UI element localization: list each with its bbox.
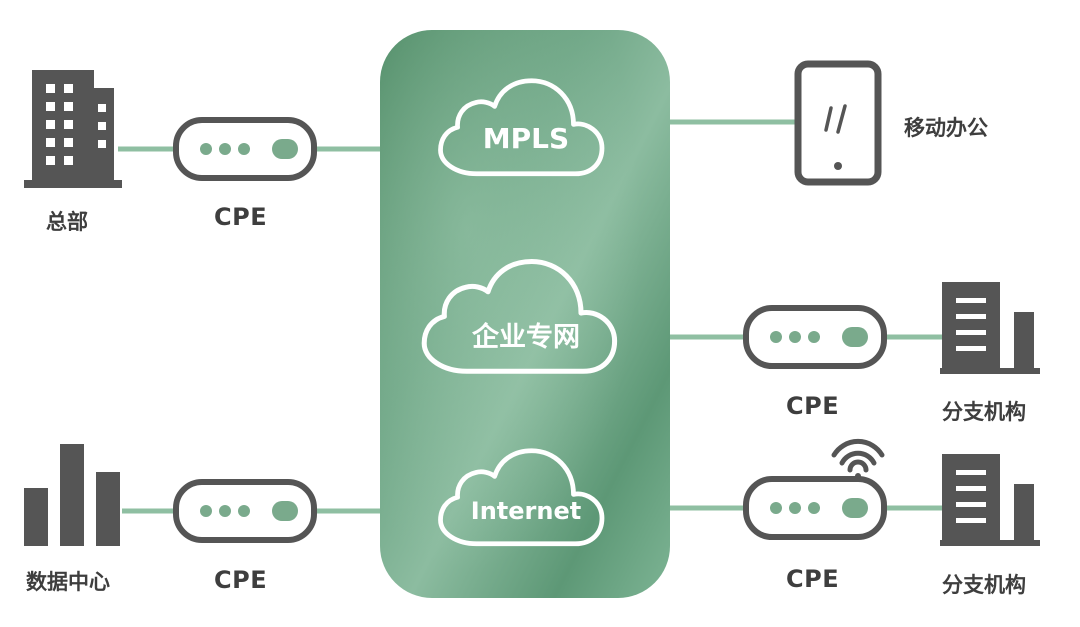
- wifi-icon: [831, 438, 885, 479]
- router-icon: [743, 305, 887, 369]
- bar-chart-icon: [24, 444, 120, 546]
- mpls-cloud-icon: [438, 78, 605, 177]
- cloud-label-mpls: MPLS: [482, 122, 570, 155]
- router-icon: [173, 479, 317, 543]
- site-label-hq: 总部: [46, 210, 88, 234]
- site-label-branch-2: 分支机构: [942, 573, 1026, 597]
- office-building-icon: [24, 70, 122, 188]
- internet-cloud-icon: [438, 448, 605, 547]
- private-network-cloud-icon: [421, 258, 618, 374]
- cpe-label-hq: CPE: [214, 203, 268, 231]
- connection-lines: [118, 119, 942, 514]
- tablet-icon: [794, 60, 882, 186]
- site-label-branch-1: 分支机构: [942, 400, 1026, 424]
- cloud-label-private-network: 企业专网: [472, 322, 580, 353]
- building-icon: [940, 454, 1040, 546]
- cpe-label-branch-1: CPE: [786, 392, 840, 420]
- cpe-label-branch-2: CPE: [786, 565, 840, 593]
- cloud-label-internet: Internet: [470, 497, 582, 525]
- cpe-label-datacenter: CPE: [214, 566, 268, 594]
- site-label-datacenter: 数据中心: [26, 570, 110, 594]
- site-label-mobile: 移动办公: [904, 116, 988, 140]
- router-icon: [743, 476, 887, 540]
- building-icon: [940, 282, 1040, 374]
- router-icon: [173, 117, 317, 181]
- network-panel: [380, 30, 670, 598]
